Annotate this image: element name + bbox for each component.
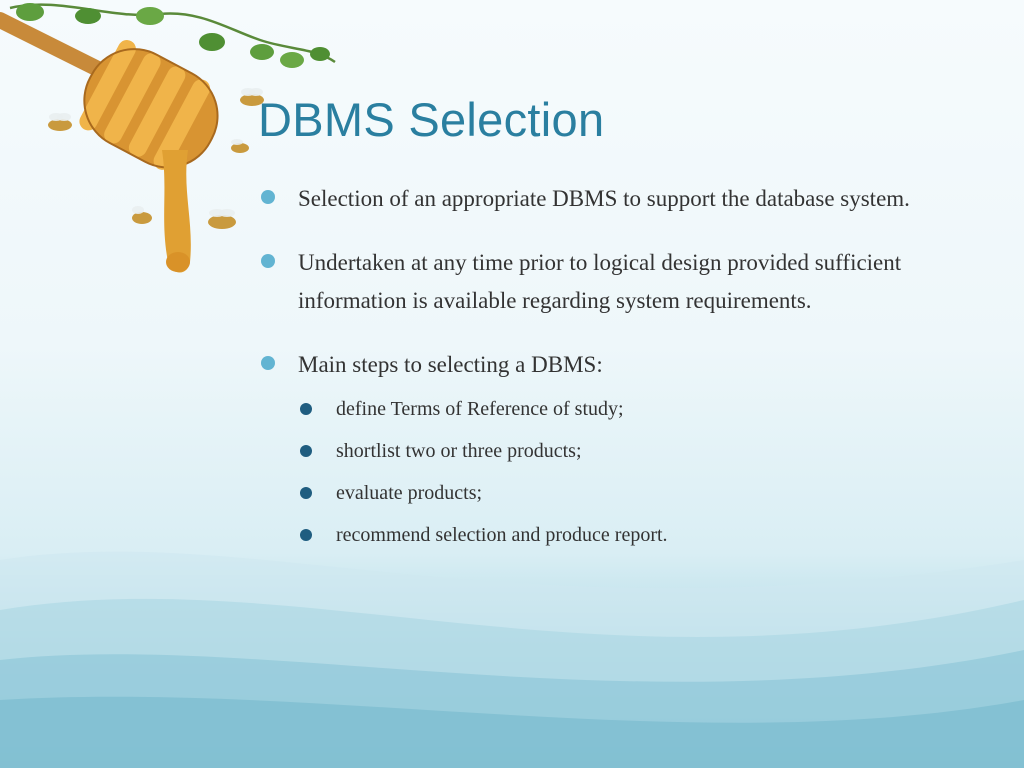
bee-icon bbox=[48, 88, 264, 229]
sub-bullet-marker-icon bbox=[300, 529, 312, 541]
bullet-item: Selection of an appropriate DBMS to supp… bbox=[258, 180, 948, 218]
bullet-text: Undertaken at any time prior to logical … bbox=[298, 250, 902, 313]
sub-bullet-text: shortlist two or three products; bbox=[336, 440, 582, 462]
sub-bullet-marker-icon bbox=[300, 403, 312, 415]
vine-leaf-icon bbox=[9, 3, 336, 68]
bullet-item: Undertaken at any time prior to logical … bbox=[258, 244, 948, 320]
sub-bullet-list: define Terms of Reference of study; shor… bbox=[298, 388, 948, 556]
bullet-marker-icon bbox=[261, 356, 275, 370]
bullet-list: Selection of an appropriate DBMS to supp… bbox=[258, 180, 948, 582]
sub-bullet-item: evaluate products; bbox=[298, 472, 948, 514]
sub-bullet-item: define Terms of Reference of study; bbox=[298, 388, 948, 430]
sub-bullet-text: evaluate products; bbox=[336, 482, 483, 504]
honey-dipper-icon bbox=[0, 12, 219, 273]
sub-bullet-item: shortlist two or three products; bbox=[298, 430, 948, 472]
bullet-text: Selection of an appropriate DBMS to supp… bbox=[298, 186, 910, 211]
slide-title: DBMS Selection bbox=[258, 93, 605, 146]
sub-bullet-marker-icon bbox=[300, 445, 312, 457]
bullet-marker-icon bbox=[261, 190, 275, 204]
sub-bullet-marker-icon bbox=[300, 487, 312, 499]
bullet-item: Main steps to selecting a DBMS: define T… bbox=[258, 346, 948, 556]
bullet-text: Main steps to selecting a DBMS: bbox=[298, 352, 603, 377]
sub-bullet-text: recommend selection and produce report. bbox=[336, 524, 668, 546]
honey-dipper-illustration bbox=[0, 3, 336, 273]
bullet-marker-icon bbox=[261, 254, 275, 268]
sub-bullet-item: recommend selection and produce report. bbox=[298, 514, 948, 556]
sub-bullet-text: define Terms of Reference of study; bbox=[336, 398, 624, 420]
